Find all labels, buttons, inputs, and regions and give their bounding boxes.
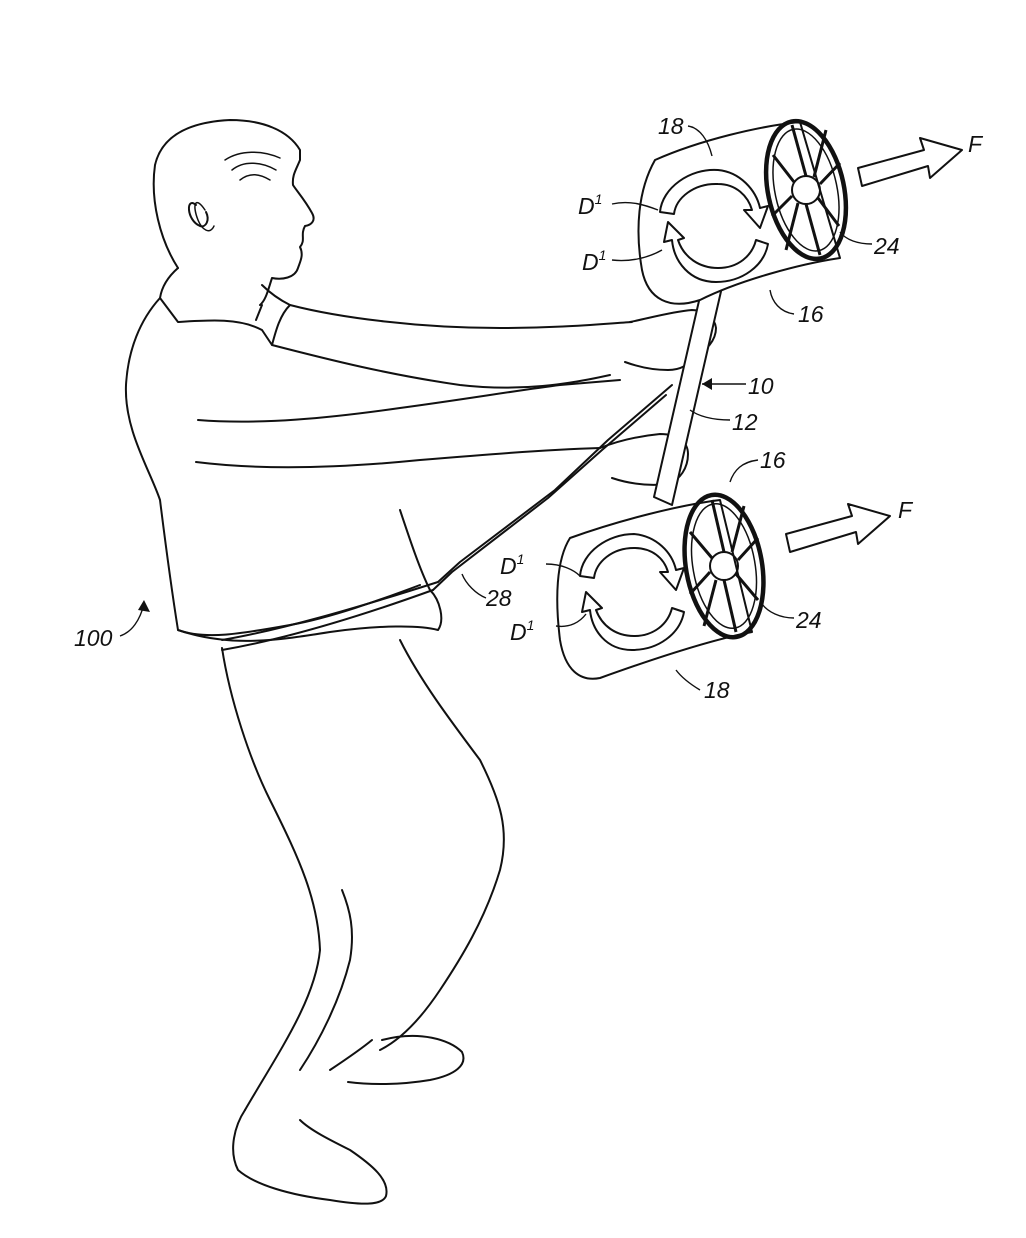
hair-detail xyxy=(194,151,281,232)
upper-rotation-arrow-top xyxy=(659,168,769,229)
back-shoe xyxy=(232,1109,388,1205)
lower-force-arrow xyxy=(785,503,891,553)
label-f-lower: F xyxy=(898,497,914,523)
lower-rotation-arrow-top xyxy=(579,533,685,591)
lower-arm-back xyxy=(195,379,621,469)
head-outline xyxy=(152,119,315,306)
label-18-upper: 18 xyxy=(658,113,684,139)
pants-inner xyxy=(299,889,373,1071)
upper-grille-spokes xyxy=(770,124,842,256)
label-d1-upper-bottom: D1 xyxy=(582,247,606,275)
label-d1-lower-top: D1 xyxy=(500,551,524,579)
lower-drum xyxy=(556,492,766,680)
label-d1-lower-bottom: D1 xyxy=(510,617,534,645)
label-16-lower: 16 xyxy=(760,447,786,473)
lower-hand xyxy=(599,433,689,486)
pants-outline xyxy=(221,639,505,1111)
label-28: 28 xyxy=(485,585,512,611)
label-10: 10 xyxy=(748,373,774,399)
upper-force-arrow xyxy=(857,137,963,187)
upper-drum xyxy=(637,118,849,305)
label-100: 100 xyxy=(74,625,113,651)
label-18-lower: 18 xyxy=(704,677,730,703)
leader-arrowhead-10 xyxy=(702,378,712,390)
upper-arm-front xyxy=(271,304,633,389)
label-d1-upper-top: D1 xyxy=(578,191,602,219)
front-shoe xyxy=(347,1034,465,1086)
label-16-upper: 16 xyxy=(798,301,824,327)
reference-labels: 18 F D1 D1 24 16 10 12 16 F D1 D1 28 24 … xyxy=(74,113,984,703)
label-f-upper: F xyxy=(968,131,984,157)
label-12: 12 xyxy=(732,409,758,435)
label-24-lower: 24 xyxy=(795,607,822,633)
upper-rotation-arrow-bottom xyxy=(663,221,769,283)
label-24-upper: 24 xyxy=(873,233,900,259)
collar xyxy=(159,267,291,346)
lower-rotation-arrow-bottom xyxy=(581,591,685,651)
ear xyxy=(188,202,209,228)
harness-belt xyxy=(221,384,673,651)
lower-grille-spokes xyxy=(688,499,760,633)
jacket-bottom xyxy=(177,509,443,642)
leader-arrowhead-100 xyxy=(138,600,150,612)
